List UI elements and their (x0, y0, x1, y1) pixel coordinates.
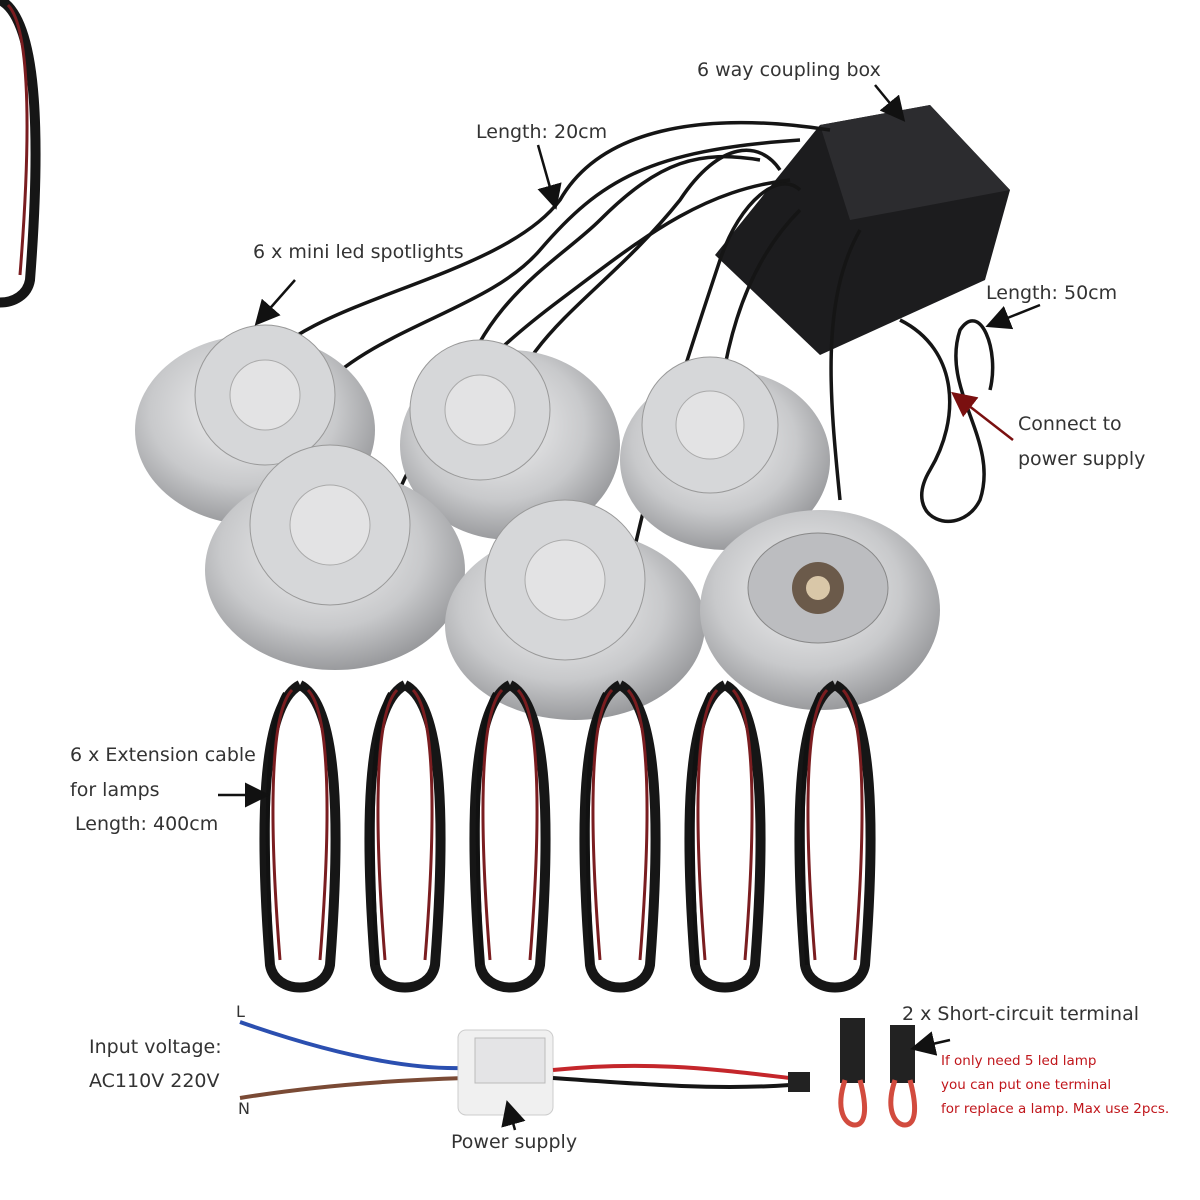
callout-arrows (218, 84, 1041, 1131)
terminal-note-3: for replace a lamp. Max use 2pcs. (941, 1101, 1170, 1117)
label-input-2: AC110V 220V (89, 1070, 220, 1092)
label-power-supply: Power supply (451, 1131, 578, 1153)
extension-cables (0, 0, 871, 988)
label-extension-3: Length: 400cm (75, 813, 219, 835)
label-extension-2: for lamps (70, 779, 160, 801)
coupling-box (715, 105, 1010, 355)
label-terminal: 2 x Short-circuit terminal (902, 1003, 1139, 1025)
label-connect-2: power supply (1018, 448, 1146, 470)
label-spotlights: 6 x mini led spotlights (253, 241, 464, 263)
label-wire-l: L (236, 1002, 245, 1021)
label-coupling-box: 6 way coupling box (697, 59, 881, 81)
spotlight (620, 356, 830, 550)
spotlight (400, 339, 620, 540)
power-supply-unit (457, 1029, 554, 1116)
connector (788, 1072, 810, 1092)
spotlight (445, 499, 705, 720)
label-length-20: Length: 20cm (476, 121, 608, 143)
label-input-1: Input voltage: (89, 1036, 222, 1058)
wire-n (239, 1076, 466, 1100)
short-circuit-terminals (838, 1018, 918, 1128)
spotlights (135, 324, 940, 720)
label-wire-n: N (238, 1099, 250, 1118)
terminal-note-1: If only need 5 led lamp (941, 1053, 1097, 1069)
label-extension-1: 6 x Extension cable (70, 744, 256, 766)
spotlight (205, 444, 465, 670)
spotlight-front (700, 510, 940, 710)
wire-l (239, 1020, 466, 1071)
label-length-50: Length: 50cm (986, 282, 1118, 304)
label-connect-1: Connect to (1018, 413, 1122, 435)
terminal-note-2: you can put one terminal (941, 1077, 1112, 1093)
